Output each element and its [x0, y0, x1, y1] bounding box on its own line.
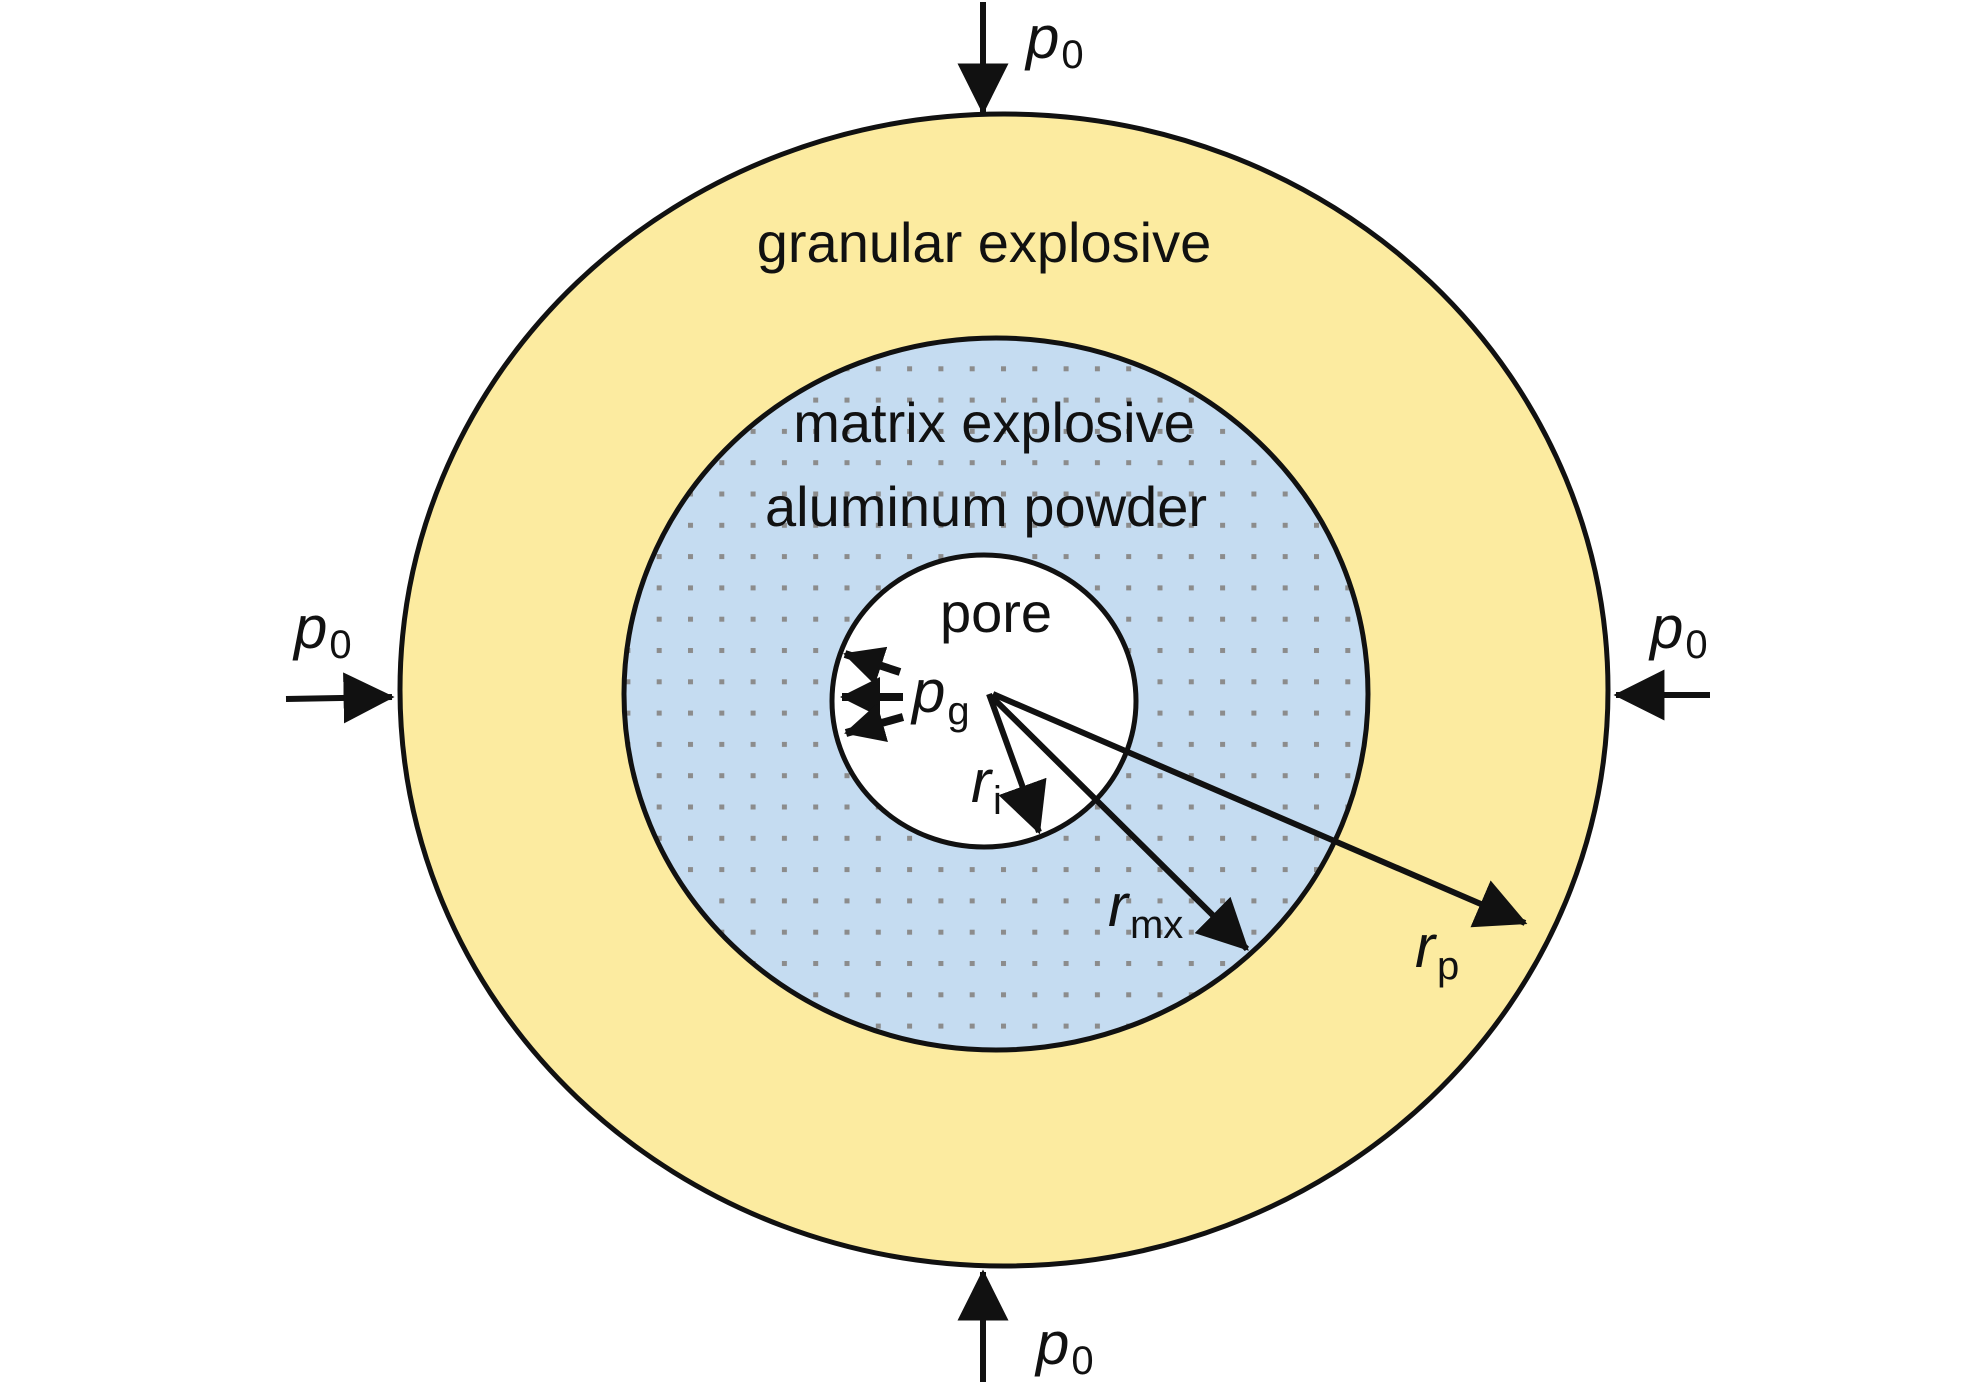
ri-arrow — [986, 692, 1047, 835]
pg-label: pg — [910, 658, 970, 733]
pg-arrow-lower — [844, 703, 905, 742]
granular-explosive-label: granular explosive — [757, 211, 1211, 274]
p0-arrow-left — [285, 672, 395, 724]
rmx-arrow — [988, 693, 1250, 952]
p0-label-bottom: p0 — [1034, 1310, 1094, 1382]
rp-arrow — [991, 691, 1528, 928]
p0-label-top: p0 — [1024, 4, 1084, 77]
p0-label-right: p0 — [1648, 594, 1708, 667]
rp-label: rp — [1415, 913, 1459, 988]
rmx-label: rmx — [1108, 872, 1183, 947]
pg-arrow-upper — [843, 646, 902, 685]
ri-label: ri — [971, 748, 1002, 823]
aluminum-powder-label: aluminum powder — [765, 475, 1207, 538]
pore-label: pore — [940, 581, 1052, 644]
p0-label-left: p0 — [292, 594, 352, 667]
matrix-explosive-label: matrix explosive — [793, 391, 1194, 454]
pore-region — [829, 552, 1139, 850]
